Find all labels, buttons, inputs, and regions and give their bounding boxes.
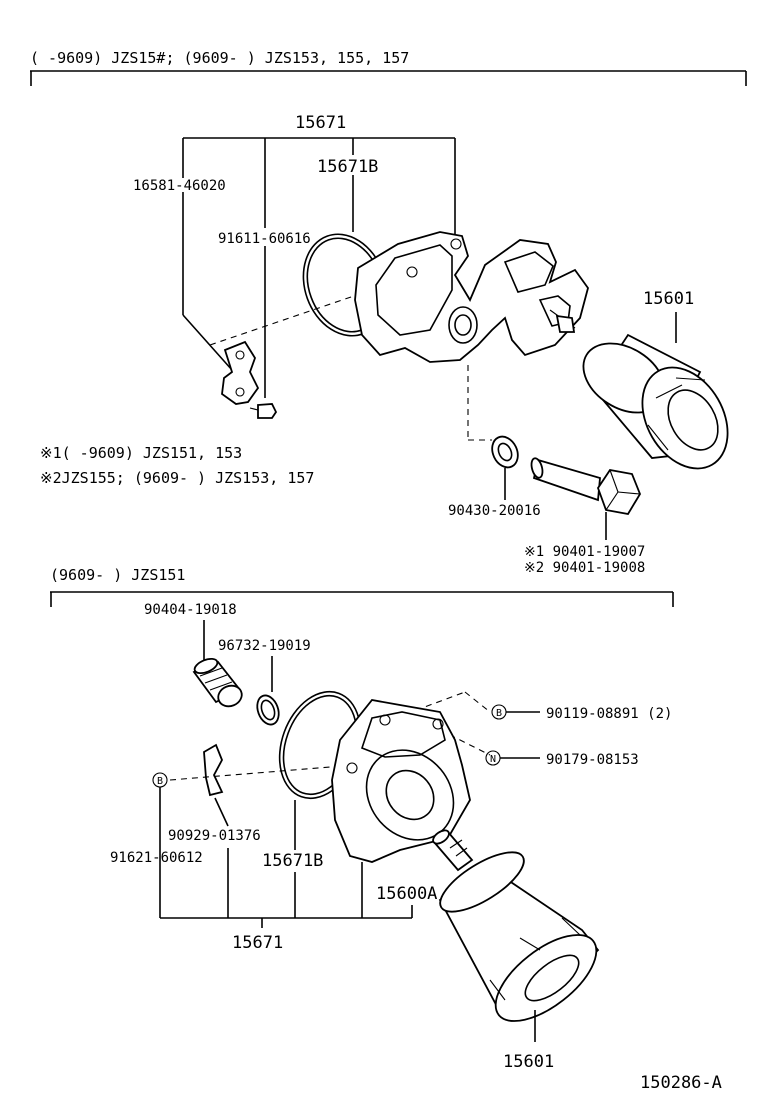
lower-title: (9609- ) JZS151: [50, 566, 185, 584]
union-bolt-90401: [530, 457, 642, 515]
label-16581-46020: 16581-46020: [133, 178, 226, 194]
svg-text:N: N: [490, 754, 496, 765]
label-90929-01376: 90929-01376: [168, 828, 261, 844]
o-ring-96732: [256, 694, 280, 726]
note-2: ※2JZS155; (9609- ) JZS153, 157: [40, 469, 314, 487]
oil-filter-bracket-upper: [354, 231, 589, 363]
label-90179-08153: 90179-08153: [546, 752, 639, 768]
upper-assembly: 15671 15671B 16581-46020 91611-60616: [40, 113, 729, 576]
clip-90929: [203, 743, 224, 797]
label-15600a: 15600A: [376, 884, 437, 904]
relief-valve-plug-90404: [192, 657, 243, 708]
label-91611-60616: 91611-60616: [218, 231, 311, 247]
bracket-clip-16581: [221, 340, 260, 405]
label-15601-lower: 15601: [503, 1052, 554, 1072]
header-title: ( -9609) JZS15#; (9609- ) JZS153, 155, 1…: [30, 49, 409, 67]
oil-filter-lower: [438, 851, 600, 1022]
diagram-code: 150286-A: [640, 1073, 722, 1093]
label-90119-08891: 90119-08891 (2): [546, 706, 672, 722]
label-15671-upper: 15671: [295, 113, 346, 133]
badge-b-left: B: [152, 772, 168, 788]
badge-n: N: [485, 750, 501, 766]
union-15600a: [432, 829, 474, 872]
svg-text:B: B: [496, 708, 502, 719]
label-90430-20016: 90430-20016: [448, 503, 541, 519]
label-91621-60612: 91621-60612: [110, 850, 203, 866]
label-15671-lower: 15671: [232, 933, 283, 953]
label-90401-19008: ※2 90401-19008: [524, 560, 645, 576]
svg-text:B: B: [157, 776, 163, 787]
bolt-91611: [257, 403, 278, 419]
lower-assembly: 90404-19018 96732-19019: [110, 602, 672, 1072]
label-15671b-lower: 15671B: [262, 851, 323, 871]
oil-filter-bracket-lower: [331, 699, 471, 863]
note-1: ※1( -9609) JZS151, 153: [40, 444, 242, 462]
label-96732-19019: 96732-19019: [218, 638, 311, 654]
oil-filter-upper: [582, 333, 729, 470]
label-90404-19018: 90404-19018: [144, 602, 237, 618]
badge-b-right: B: [491, 704, 507, 720]
label-90401-19007: ※1 90401-19007: [524, 544, 645, 560]
label-15601-upper: 15601: [643, 289, 694, 309]
gasket-90430: [491, 435, 519, 469]
label-15671b-upper: 15671B: [317, 157, 378, 177]
